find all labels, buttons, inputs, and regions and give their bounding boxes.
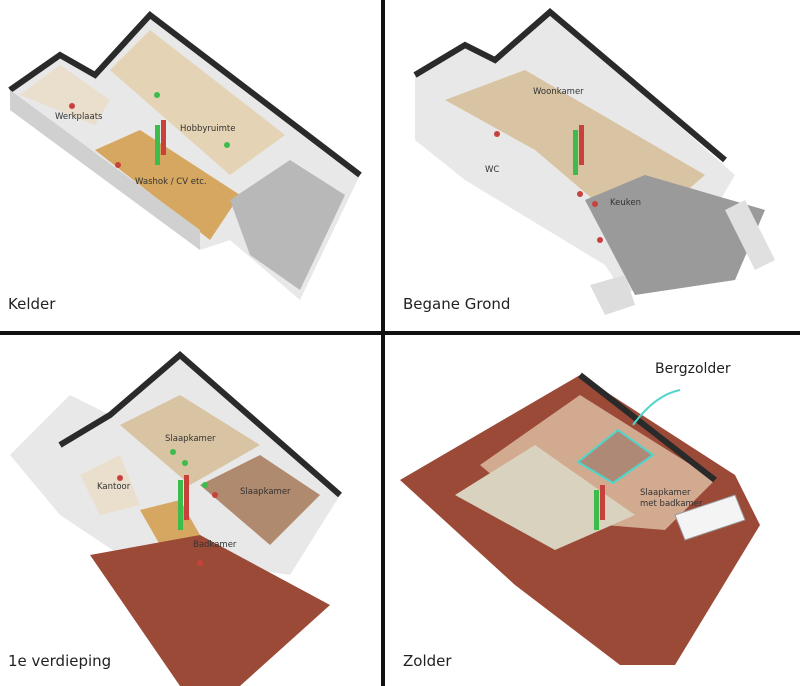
floor-label-kelder: Kelder	[8, 295, 56, 313]
room-label-line-1: Slaapkamer	[640, 488, 691, 498]
1e-verdieping-3d-plan	[10, 351, 342, 686]
quadrant-divider-horizontal	[0, 331, 800, 335]
floor-plan-1e-verdieping: Slaapkamer Kantoor Slaapkamer Badkamer 1…	[0, 335, 381, 686]
room-label-washok: Washok / CV etc.	[135, 177, 207, 187]
begane-grond-3d-plan	[413, 8, 775, 315]
room-label-kantoor: Kantoor	[97, 482, 131, 492]
quadrant-divider-vertical	[381, 0, 385, 686]
floor-label-begane-grond: Begane Grond	[403, 295, 511, 313]
floor-label-zolder: Zolder	[403, 652, 452, 670]
floor-plan-begane-grond: Woonkamer WC Keuken Begane Grond	[385, 0, 800, 331]
room-label-hobbyruimte: Hobbyruimte	[180, 124, 236, 134]
room-label-slaapkamer-1: Slaapkamer	[165, 434, 216, 444]
floor-plan-kelder: Werkplaats Hobbyruimte Washok / CV etc. …	[0, 0, 381, 331]
zolder-3d-plan	[400, 372, 760, 665]
room-label-wc: WC	[485, 165, 500, 175]
room-label-woonkamer: Woonkamer	[533, 87, 584, 97]
room-label-line-2: met badkamer	[640, 499, 703, 509]
room-label-keuken: Keuken	[610, 198, 642, 208]
kelder-3d-plan	[8, 10, 362, 300]
annotation-bergzolder: Bergzolder	[655, 361, 731, 377]
floor-label-1e-verdieping: 1e verdieping	[8, 652, 112, 670]
room-label-werkplaats: Werkplaats	[55, 112, 103, 122]
room-label-slaapkamer-2: Slaapkamer	[240, 487, 291, 497]
room-label-badkamer: Badkamer	[193, 540, 237, 550]
